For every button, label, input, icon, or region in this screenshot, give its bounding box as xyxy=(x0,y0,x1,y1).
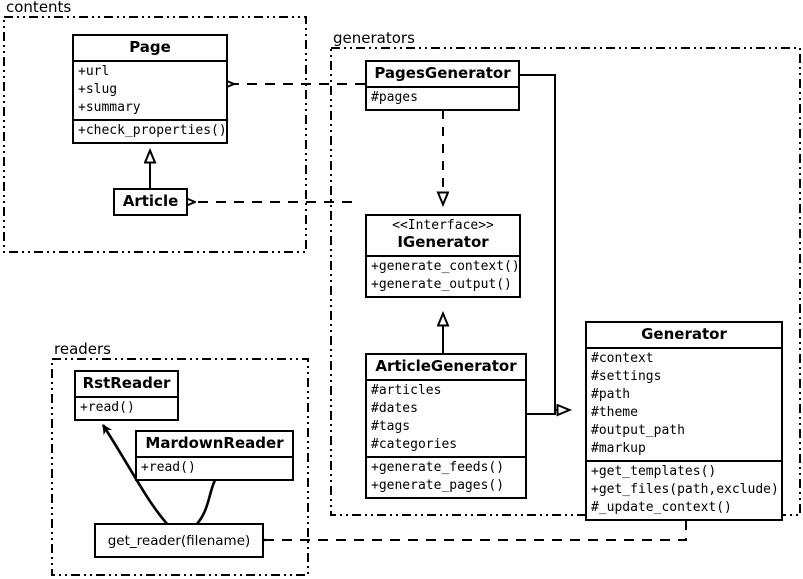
class-separator xyxy=(74,60,226,63)
method: +read() xyxy=(141,460,196,476)
class-name-mardownreader: MardownReader xyxy=(145,434,284,452)
class-separator xyxy=(367,456,525,458)
package-label-contents: contents xyxy=(6,0,72,16)
class-methods-generator: +get_templates() +get_files(path,exclude… xyxy=(587,462,781,519)
class-box-generator[interactable]: Generator #context #settings #path #them… xyxy=(585,321,783,521)
class-name-igenerator: IGenerator xyxy=(397,232,489,251)
class-attributes-pagesgenerator: #pages xyxy=(367,88,518,109)
class-separator xyxy=(587,459,781,462)
method: +generate_context() xyxy=(371,259,520,275)
attribute: #pages xyxy=(371,90,418,106)
class-separator xyxy=(367,255,519,258)
class-separator xyxy=(587,347,781,350)
class-box-article[interactable]: Article xyxy=(113,188,188,217)
class-name-page: Page xyxy=(129,38,171,56)
method: +check_properties() xyxy=(78,123,227,139)
attribute: #path xyxy=(591,387,631,403)
class-methods-mardownreader: +read() xyxy=(137,458,292,479)
attribute: #theme xyxy=(591,405,638,421)
class-methods-igenerator: +generate_context() +generate_output() xyxy=(367,257,520,296)
class-separator xyxy=(367,379,525,382)
class-separator xyxy=(76,396,177,399)
attribute: #context xyxy=(591,351,654,367)
attribute: +summary xyxy=(78,100,141,116)
class-name-rstreader: RstReader xyxy=(82,374,171,392)
class-box-mardownreader[interactable]: MardownReader +read() xyxy=(135,430,294,482)
attribute: #dates xyxy=(371,401,418,417)
class-methods-articlegenerator: +generate_feeds() +generate_pages() xyxy=(367,458,525,497)
class-attributes-generator: #context #settings #path #theme #output_… xyxy=(587,349,781,460)
class-separator xyxy=(367,86,518,89)
class-attributes-page: +url +slug +summary xyxy=(74,62,226,119)
class-attributes-articlegenerator: #articles #dates #tags #categories xyxy=(367,381,525,456)
method: +generate_feeds() xyxy=(371,460,505,475)
class-separator xyxy=(137,456,292,459)
method: #_update_context() xyxy=(591,499,732,515)
method: +read() xyxy=(80,400,135,416)
class-name-article: Article xyxy=(122,192,179,210)
method: +generate_pages() xyxy=(371,477,505,493)
class-name-generator: Generator xyxy=(641,325,727,343)
attribute: +slug xyxy=(78,82,118,98)
function-label-get-reader: get_reader(filename) xyxy=(107,532,251,549)
package-label-generators: generators xyxy=(333,29,415,47)
attribute: #output_path xyxy=(591,423,685,438)
class-methods-page: +check_properties() xyxy=(74,121,227,142)
method: +generate_output() xyxy=(371,277,512,293)
attribute: +url xyxy=(78,64,110,80)
method: +get_files(path,exclude) xyxy=(591,481,779,497)
class-box-rstreader[interactable]: RstReader +read() xyxy=(74,370,179,422)
method: +get_templates() xyxy=(591,463,717,479)
attribute: #articles xyxy=(371,383,442,399)
class-methods-rstreader: +read() xyxy=(76,398,177,419)
class-separator xyxy=(74,119,226,122)
attribute: #markup xyxy=(591,440,646,456)
generalization-articlegenerator-to-generator xyxy=(527,410,556,415)
class-stereotype-igenerator: <<Interface>> xyxy=(392,218,494,233)
class-box-articlegenerator[interactable]: ArticleGenerator #articles #dates #tags … xyxy=(365,353,527,499)
function-box-get-reader[interactable]: get_reader(filename) xyxy=(94,523,264,558)
class-name-pagesgenerator: PagesGenerator xyxy=(374,64,511,82)
generalization-pagesgenerator-to-generator xyxy=(520,74,570,410)
class-name-articlegenerator: ArticleGenerator xyxy=(375,357,517,375)
attribute: #tags xyxy=(371,419,411,435)
class-box-pagesgenerator[interactable]: PagesGenerator #pages xyxy=(365,60,520,112)
class-box-page[interactable]: Page +url +slug +summary +check_properti… xyxy=(72,34,228,144)
attribute: #categories xyxy=(371,437,458,453)
package-label-readers: readers xyxy=(54,340,111,358)
class-box-igenerator[interactable]: <<Interface>> IGenerator +generate_conte… xyxy=(365,214,521,299)
attribute: #settings xyxy=(591,369,662,385)
